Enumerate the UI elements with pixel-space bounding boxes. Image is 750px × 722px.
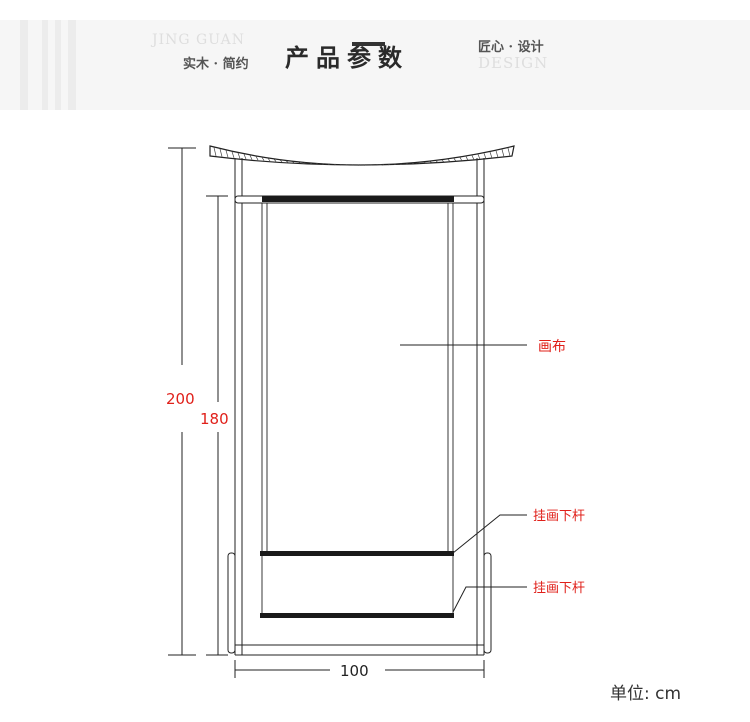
dimension-total-height xyxy=(168,147,196,656)
label-canvas: 画布 xyxy=(538,339,566,355)
stand-frame xyxy=(234,158,485,656)
leader-lines xyxy=(400,344,527,613)
banner-stripe xyxy=(68,20,76,110)
lower-rod-upper xyxy=(260,551,454,556)
header-ghost-text-right: DESIGN xyxy=(478,54,549,72)
banner-stripe xyxy=(55,20,61,110)
top-rod xyxy=(234,195,485,204)
header-ghost-text-left: JING GUAN xyxy=(152,32,245,48)
title-dash xyxy=(352,42,385,46)
header-banner xyxy=(0,20,750,110)
label-rod-lower: 挂画下杆 xyxy=(533,581,585,596)
dimension-width-label: 100 xyxy=(340,662,369,680)
dimension-frame-height xyxy=(206,195,228,656)
label-rod-upper: 挂画下杆 xyxy=(533,509,585,524)
dimension-total-height-label: 200 xyxy=(166,390,195,408)
stand-feet xyxy=(227,552,492,654)
header-subtitle-right: 匠心 · 设计 xyxy=(478,40,544,55)
page-title: 产品参数 xyxy=(285,44,409,72)
top-cap xyxy=(209,145,515,166)
banner-stripe xyxy=(20,20,28,110)
banner-stripe xyxy=(42,20,48,110)
header-subtitle-left: 实木 · 简约 xyxy=(183,57,249,72)
lower-rod-lower xyxy=(260,613,454,618)
dimension-width xyxy=(234,660,485,678)
unit-label: 单位: cm xyxy=(610,684,682,704)
canvas-panel xyxy=(261,203,454,616)
dimension-frame-height-label: 180 xyxy=(200,410,229,428)
